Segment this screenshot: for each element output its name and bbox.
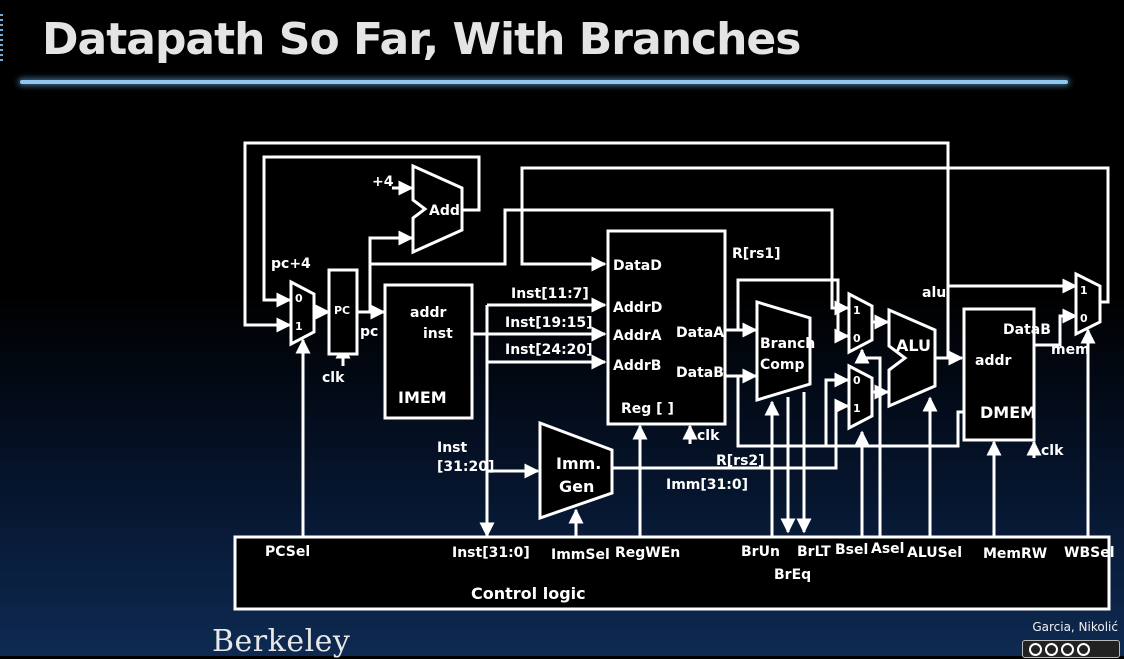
register-file: [606, 229, 727, 426]
pc4-label: pc+4: [271, 256, 311, 272]
cc-nc-icon: [1061, 642, 1074, 656]
wire-pc-to-amux: [370, 208, 850, 316]
dmem-name: DMEM: [980, 403, 1036, 422]
wire-dataa: [725, 278, 832, 332]
alu-signal-label: alu: [922, 285, 946, 301]
amux-bottom: 0: [853, 332, 861, 345]
wbmux-top: 1: [1080, 284, 1088, 297]
ctrl-brun: BrUn: [741, 544, 780, 560]
reg-addrd: AddrD: [613, 300, 662, 316]
reg-name: Reg [ ]: [621, 401, 674, 417]
wire-dmem-to-wbmux: [1034, 308, 1078, 347]
author-credit: Garcia, Nikolić: [1032, 620, 1118, 634]
control-logic: [233, 535, 1111, 611]
inst-rs2-label: Inst[24:20]: [505, 342, 593, 358]
adder-label: Add: [429, 203, 460, 219]
alu: [887, 307, 937, 409]
ctrl-regwen: RegWEn: [615, 545, 680, 561]
slide-title: Datapath So Far, With Branches: [42, 14, 801, 65]
amux-top: 1: [853, 304, 861, 317]
wire-inst-bus: [472, 332, 489, 536]
creative-commons-badge-icon: [1022, 640, 1120, 658]
inst-rs1-label: Inst[19:15]: [505, 315, 593, 331]
ctrl-asel: Asel: [871, 541, 904, 557]
branch-comp: [755, 299, 812, 403]
wbmux-bottom: 0: [1080, 312, 1088, 325]
cc-sa-icon: [1077, 642, 1090, 656]
ctrl-inst: Inst[31:0]: [452, 545, 530, 561]
branch-line2: Comp: [760, 357, 805, 373]
a-mux: [847, 291, 874, 355]
dmem-datab: DataB: [1003, 322, 1051, 338]
reg-clk-label: clk: [697, 428, 720, 444]
reg-addra: AddrA: [613, 328, 662, 344]
imm-gen: [538, 420, 614, 521]
imem-name: IMEM: [398, 388, 447, 407]
wire-dataa-to-amux: [832, 278, 850, 344]
dmem-block: [962, 307, 1036, 442]
pcmux-in0: 0: [295, 292, 303, 305]
dmem-clk-label: clk: [1041, 443, 1064, 459]
alu-label: ALU: [896, 336, 931, 355]
ctrl-memrw: MemRW: [983, 546, 1047, 562]
ctrl-brlt: BrLT: [797, 544, 831, 560]
imem-addr-label: addr: [410, 305, 446, 321]
reg-datab: DataB: [676, 365, 724, 381]
ctrl-wbsel: WBSel: [1064, 545, 1115, 561]
wires: [243, 141, 1110, 538]
wire-imm: [612, 398, 850, 470]
imm-inst-label-2: [31:20]: [437, 459, 494, 475]
imm-inst-label-1: Inst: [437, 440, 468, 456]
wb-mux: [1074, 271, 1102, 337]
reg-dataa: DataA: [676, 325, 724, 341]
title-rule: [20, 80, 1068, 84]
wire-pc4-to-pcmux: [262, 155, 481, 308]
wire-pc-to-adder: [368, 230, 414, 312]
pc-mux: [289, 279, 316, 347]
imm-label: Imm[31:0]: [666, 477, 748, 493]
pcmux-in1: 1: [295, 320, 303, 333]
wire-writeback: [520, 166, 1110, 304]
ctrl-alusel: ALUSel: [907, 545, 962, 561]
bmux-top: 0: [853, 374, 861, 387]
rs1-label: R[rs1]: [732, 246, 781, 262]
berkeley-logo: Berkeley: [212, 624, 351, 659]
inst-rd-label: Inst[11:7]: [511, 286, 589, 302]
corner-decoration: [0, 14, 3, 62]
pc-clk-label: clk: [322, 370, 345, 386]
cc-circle-icon: [1029, 642, 1042, 656]
adder: [411, 163, 464, 255]
branch-line1: Branch: [760, 336, 815, 352]
rs2-label: R[rs2]: [716, 453, 765, 469]
ctrl-immsel: ImmSel: [551, 547, 610, 563]
control-logic-label: Control logic: [471, 584, 586, 603]
wire-datab: [725, 374, 964, 448]
pc-out-label: pc: [360, 324, 378, 340]
ctrl-pcsel: PCSel: [265, 544, 310, 560]
immgen-line1: Imm.: [556, 454, 601, 473]
b-mux: [847, 363, 874, 431]
pc-register: [327, 268, 359, 356]
ctrl-breq: BrEq: [774, 567, 811, 583]
reg-datad: DataD: [613, 258, 662, 274]
mem-label: mem: [1051, 342, 1090, 358]
reg-addrb: AddrB: [613, 358, 661, 374]
dmem-addr: addr: [975, 353, 1011, 369]
imem-inst-label: inst: [423, 326, 453, 342]
imem-block: [383, 283, 474, 420]
pc-label: PC: [334, 304, 350, 317]
cc-by-icon: [1045, 642, 1058, 656]
wire-datab-to-bmux: [824, 372, 850, 446]
ctrl-bsel: Bsel: [835, 542, 868, 558]
wire-asel: [854, 348, 882, 536]
bmux-bottom: 1: [853, 402, 861, 415]
const-four: +4: [372, 174, 394, 190]
immgen-line2: Gen: [559, 477, 594, 496]
